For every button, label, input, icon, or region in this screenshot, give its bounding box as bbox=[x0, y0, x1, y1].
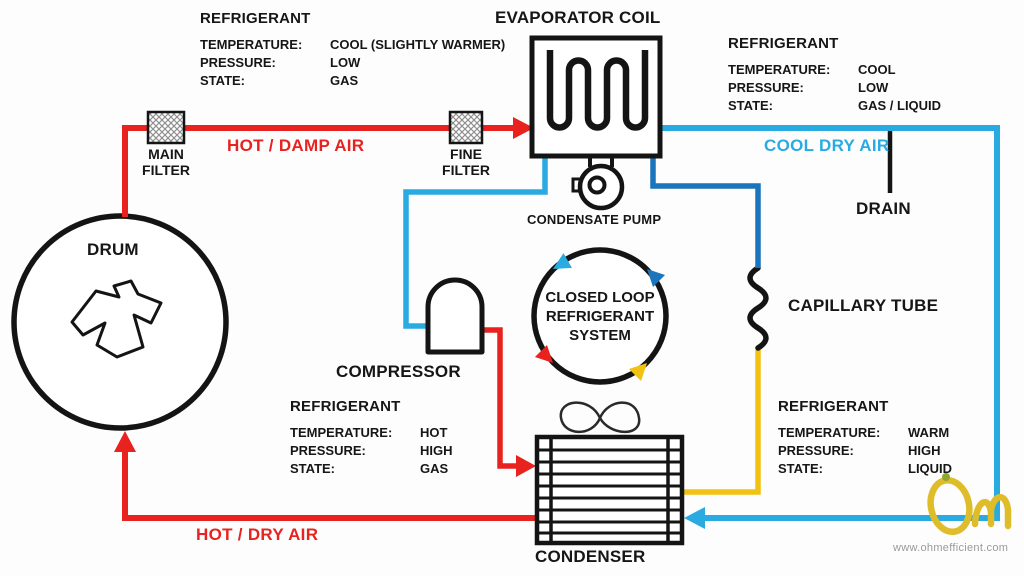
refrigerant-row: TEMPERATURE: COOL bbox=[728, 61, 941, 79]
row-value: LIQUID bbox=[908, 461, 953, 476]
refrigerant-title: REFRIGERANT bbox=[778, 398, 889, 415]
row-value: HOT bbox=[420, 425, 448, 440]
row-label: PRESSURE: bbox=[778, 443, 854, 458]
refrigerant-discharge-line bbox=[482, 327, 522, 469]
evaporator-coil-icon bbox=[546, 50, 649, 131]
condenser-label: CONDENSER bbox=[535, 547, 646, 566]
row-label: PRESSURE: bbox=[200, 55, 276, 70]
main-filter-icon bbox=[146, 110, 186, 145]
refrigerant-row: STATE: GAS bbox=[290, 460, 453, 478]
cool-dry-air-label: COOL DRY AIR bbox=[764, 136, 890, 155]
row-value: COOL (SLIGHTLY WARMER) bbox=[330, 37, 506, 52]
evaporator-shape bbox=[529, 35, 663, 159]
refrigerant-row: TEMPERATURE: WARM bbox=[778, 424, 952, 442]
condenser-fins bbox=[537, 448, 682, 535]
website-label: www.ohmefficient.com bbox=[893, 542, 1009, 554]
refrigerant-row: PRESSURE: LOW bbox=[728, 79, 941, 97]
refrigerant-expansion-line bbox=[650, 156, 761, 268]
row-value: HIGH bbox=[420, 443, 453, 458]
row-value: LOW bbox=[858, 80, 889, 95]
hot-damp-air-label: HOT / DAMP AIR bbox=[227, 136, 365, 155]
row-label: PRESSURE: bbox=[290, 443, 366, 458]
loop-arrow-cool bbox=[553, 253, 572, 269]
loop-arrow-liquid bbox=[628, 363, 647, 382]
drum-label: DRUM bbox=[87, 240, 139, 259]
row-label: TEMPERATURE: bbox=[200, 37, 303, 52]
refrigerant-row: STATE: GAS / LIQUID bbox=[728, 97, 941, 115]
row-value: LOW bbox=[330, 55, 361, 70]
cool-dry-air-line bbox=[660, 125, 1000, 521]
refrigerant-info-bottom-middle: REFRIGERANT TEMPERATURE: HOT PRESSURE: H… bbox=[290, 398, 453, 478]
refrigerant-title: REFRIGERANT bbox=[200, 10, 311, 27]
main-filter-label: MAIN FILTER bbox=[142, 146, 190, 178]
refrigerant-row: STATE: GAS bbox=[200, 72, 505, 90]
fine-filter-label: FINE FILTER bbox=[442, 146, 490, 178]
drain-label: DRAIN bbox=[856, 199, 911, 218]
condensate-pump-label: CONDENSATE PUMP bbox=[527, 212, 662, 227]
refrigerant-title: REFRIGERANT bbox=[290, 398, 401, 415]
row-label: PRESSURE: bbox=[728, 80, 804, 95]
condensate-pump-icon bbox=[577, 163, 625, 211]
row-label: STATE: bbox=[778, 461, 824, 476]
refrigerant-discharge-arrow bbox=[516, 455, 536, 477]
refrigerant-row: STATE: LIQUID bbox=[778, 460, 952, 478]
pump-connectors bbox=[588, 156, 614, 167]
refrigerant-info-top-right: REFRIGERANT TEMPERATURE: COOL PRESSURE: … bbox=[728, 35, 941, 115]
evaporator-coil-label: EVAPORATOR COIL bbox=[495, 8, 661, 27]
hot-dry-air-line bbox=[122, 443, 537, 521]
condenser-shape bbox=[534, 434, 685, 546]
loop-arrow-hot bbox=[534, 344, 553, 363]
pump-impeller bbox=[587, 175, 607, 195]
cool-dry-air-arrow bbox=[684, 507, 705, 529]
refrigerant-row: TEMPERATURE: HOT bbox=[290, 424, 453, 442]
closed-loop-circle bbox=[531, 247, 669, 385]
refrigerant-liquid-line bbox=[682, 350, 761, 495]
capillary-tube-shape bbox=[747, 265, 769, 351]
hot-dry-air-arrow bbox=[114, 431, 136, 452]
row-label: TEMPERATURE: bbox=[778, 425, 881, 440]
loop-arrow-expansion bbox=[647, 269, 666, 288]
brand-logo bbox=[927, 473, 1012, 535]
compressor-label: COMPRESSOR bbox=[336, 362, 461, 381]
capillary-tube-label: CAPILLARY TUBE bbox=[788, 296, 939, 315]
row-value: GAS bbox=[420, 461, 449, 476]
row-label: STATE: bbox=[728, 98, 774, 113]
refrigerant-info-bottom-right: REFRIGERANT TEMPERATURE: WARM PRESSURE: … bbox=[778, 398, 952, 478]
row-value: GAS bbox=[330, 73, 359, 88]
row-label: TEMPERATURE: bbox=[728, 62, 831, 77]
fine-filter-icon bbox=[448, 110, 484, 145]
row-label: TEMPERATURE: bbox=[290, 425, 393, 440]
row-label: STATE: bbox=[290, 461, 336, 476]
row-value: COOL bbox=[858, 62, 896, 77]
row-value: GAS / LIQUID bbox=[858, 98, 942, 113]
condenser-end-plates bbox=[549, 437, 670, 543]
hot-damp-air-arrow bbox=[513, 117, 534, 139]
row-value: WARM bbox=[908, 425, 950, 440]
closed-loop-label: CLOSED LOOP REFRIGERANT SYSTEM bbox=[545, 289, 655, 344]
compressor-shape bbox=[425, 277, 485, 355]
hot-damp-air-line bbox=[122, 125, 520, 217]
refrigerant-info-top-left: REFRIGERANT TEMPERATURE: COOL (SLIGHTLY … bbox=[200, 10, 505, 90]
refrigerant-row: PRESSURE: HIGH bbox=[290, 442, 453, 460]
refrigerant-row: PRESSURE: LOW bbox=[200, 54, 505, 72]
row-label: STATE: bbox=[200, 73, 246, 88]
refrigerant-title: REFRIGERANT bbox=[728, 35, 839, 52]
refrigerant-row: TEMPERATURE: COOL (SLIGHTLY WARMER) bbox=[200, 36, 505, 54]
refrigerant-suction-line bbox=[403, 156, 548, 329]
row-value: HIGH bbox=[908, 443, 941, 458]
fan-icon bbox=[559, 401, 641, 433]
laundry-icon bbox=[70, 279, 163, 359]
refrigerant-row: PRESSURE: HIGH bbox=[778, 442, 952, 460]
hot-dry-air-label: HOT / DRY AIR bbox=[196, 525, 319, 544]
